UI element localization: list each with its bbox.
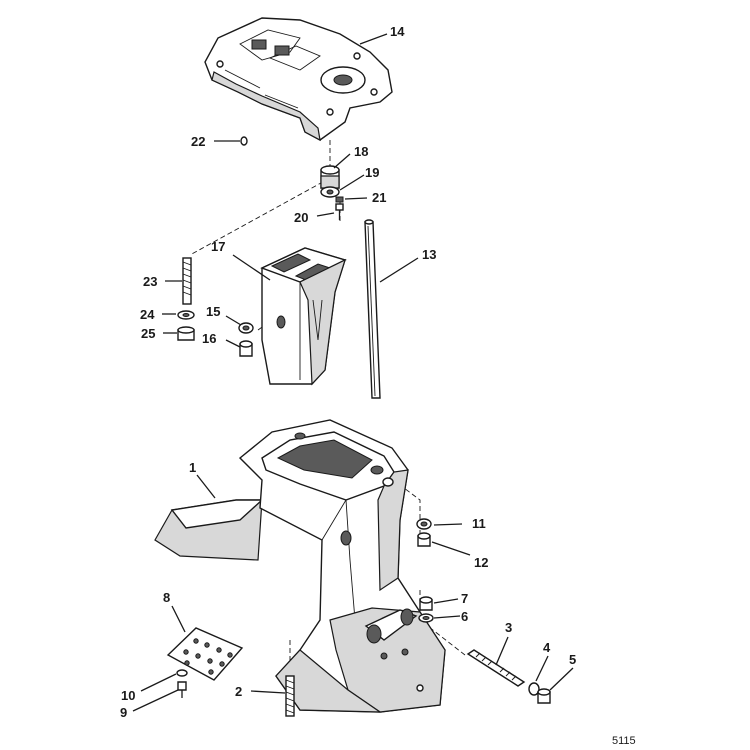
part-12-nut: [417, 532, 431, 547]
callout-19: 19: [365, 165, 379, 180]
callout-11: 11: [472, 516, 486, 531]
callout-14: 14: [390, 24, 405, 39]
part-9-screw: [177, 681, 187, 698]
callout-20: 20: [294, 210, 308, 225]
callout-23: 23: [143, 274, 157, 289]
part-20-screw: [335, 203, 344, 220]
callout-9: 9: [120, 705, 127, 720]
callout-25: 25: [141, 326, 155, 341]
callout-24: 24: [140, 307, 155, 322]
part-6-washer: [418, 613, 434, 623]
callout-10: 10: [121, 688, 135, 703]
callout-2: 2: [235, 684, 242, 699]
part-11-washer: [416, 518, 432, 530]
callout-8: 8: [163, 590, 170, 605]
figure-number: 5115: [612, 735, 636, 747]
part-1-driveshaft-housing: [154, 419, 446, 713]
part-8-plate: [166, 627, 244, 681]
part-14-adapter-plate: [204, 17, 393, 142]
part-23-stud: [182, 257, 192, 305]
part-10-washer: [176, 669, 188, 677]
callout-4: 4: [543, 640, 551, 655]
part-25-nut: [177, 326, 195, 341]
part-13-water-tube: [364, 219, 381, 399]
leader-lines: [132, 33, 574, 712]
callout-7: 7: [461, 591, 468, 606]
callout-1: 1: [189, 460, 196, 475]
part-15-washer: [238, 322, 254, 334]
callout-21: 21: [372, 190, 386, 205]
part-4-washer: [528, 682, 540, 696]
part-2-stud: [285, 675, 295, 717]
callout-labels: 14 22 18 19 21 20 17 13 23 24 15 25 16 1…: [120, 24, 576, 720]
part-7-nut: [419, 596, 433, 611]
callout-13: 13: [422, 247, 436, 262]
part-24-washer: [177, 310, 195, 320]
callout-3: 3: [505, 620, 512, 635]
part-5-nut: [537, 688, 551, 704]
part-18-bushing: [320, 165, 340, 189]
part-22-pin: [240, 136, 248, 146]
callout-12: 12: [474, 555, 488, 570]
part-17-exhaust-housing: [260, 247, 347, 386]
callout-18: 18: [354, 144, 368, 159]
callout-15: 15: [206, 304, 220, 319]
callout-17: 17: [211, 239, 225, 254]
callout-5: 5: [569, 652, 576, 667]
part-19-washer: [320, 186, 340, 198]
part-16-bolt: [239, 340, 253, 357]
callout-22: 22: [191, 134, 205, 149]
part-3-stud: [466, 649, 526, 687]
callout-6: 6: [461, 609, 468, 624]
part-21-lockwasher: [335, 196, 344, 203]
callout-16: 16: [202, 331, 216, 346]
